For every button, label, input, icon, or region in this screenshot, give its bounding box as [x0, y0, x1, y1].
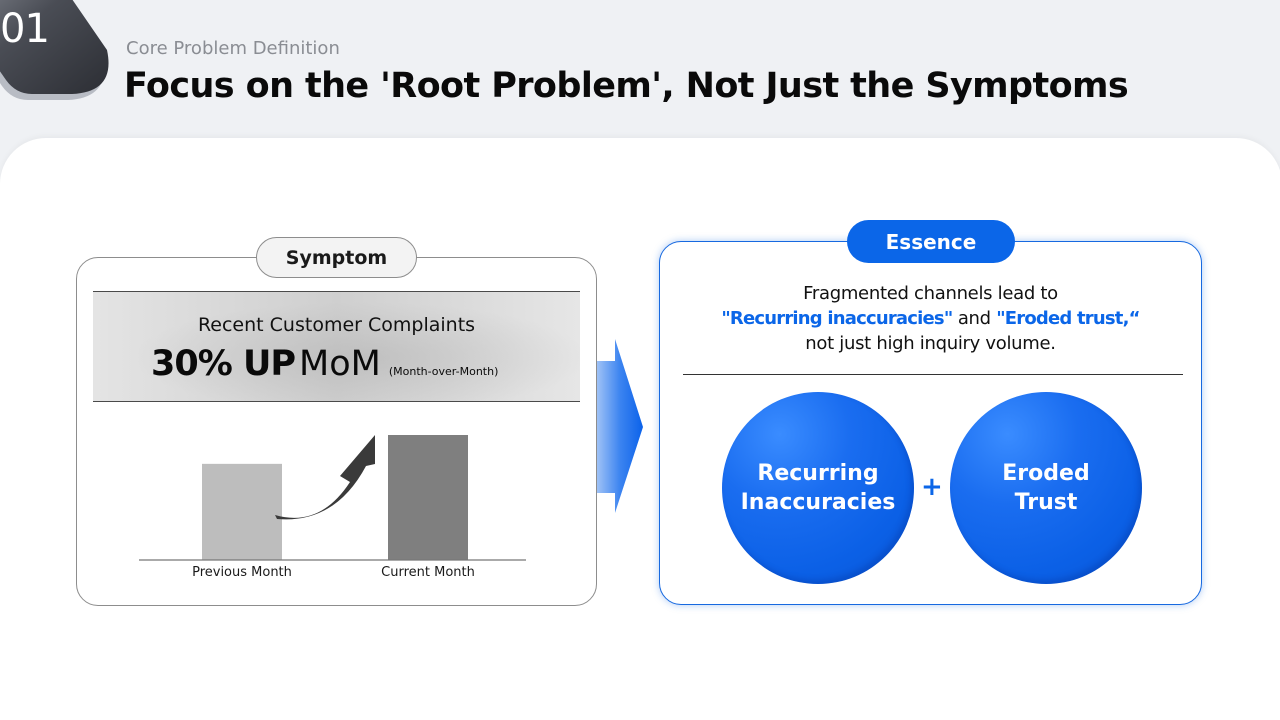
bar-previous-month — [202, 463, 282, 560]
stat-heading: Recent Customer Complaints — [197, 314, 476, 336]
plus-operator: + — [921, 472, 943, 502]
circle-2-line-1: Eroded — [1002, 461, 1090, 486]
essence-label: Essence — [847, 220, 1015, 263]
trend-arrow-icon — [275, 435, 375, 520]
chart-canvas — [139, 435, 526, 561]
stat-value: 30% UP — [151, 344, 296, 384]
stat-note: (Month-over-Month) — [388, 365, 499, 378]
symptom-label: Symptom — [256, 237, 417, 278]
essence-line-2: "Recurring inaccuracies" and "Eroded tru… — [659, 306, 1202, 331]
circle-1-line-1: Recurring — [757, 461, 879, 486]
complaints-bar-chart — [135, 420, 530, 590]
essence-line-1: Fragmented channels lead to — [803, 283, 1058, 304]
flow-arrow-icon — [595, 335, 647, 517]
circle-2-line-2: Trust — [1014, 490, 1078, 515]
essence-line-3: not just high inquiry volume. — [805, 333, 1056, 354]
circle-1-line-2: Inaccuracies — [740, 490, 896, 515]
bar-current-month — [388, 435, 468, 560]
highlight-recurring-inaccuracies: "Recurring inaccuracies" — [721, 308, 953, 329]
page-title: Focus on the 'Root Problem', Not Just th… — [124, 66, 1129, 106]
connector-text: and — [952, 308, 997, 329]
essence-divider — [683, 374, 1183, 376]
stat-unit: MoM — [299, 344, 381, 384]
section-subtitle: Core Problem Definition — [126, 38, 340, 59]
section-number: 01 — [0, 6, 50, 52]
x-tick-label-current: Current Month — [381, 565, 475, 580]
x-tick-label-previous: Previous Month — [192, 565, 292, 580]
section-badge: 01 — [0, 0, 110, 100]
section-badge-shape — [0, 0, 109, 100]
essence-statement: Fragmented channels lead to "Recurring i… — [659, 281, 1202, 356]
highlight-eroded-trust: "Eroded trust,“ — [996, 308, 1140, 329]
